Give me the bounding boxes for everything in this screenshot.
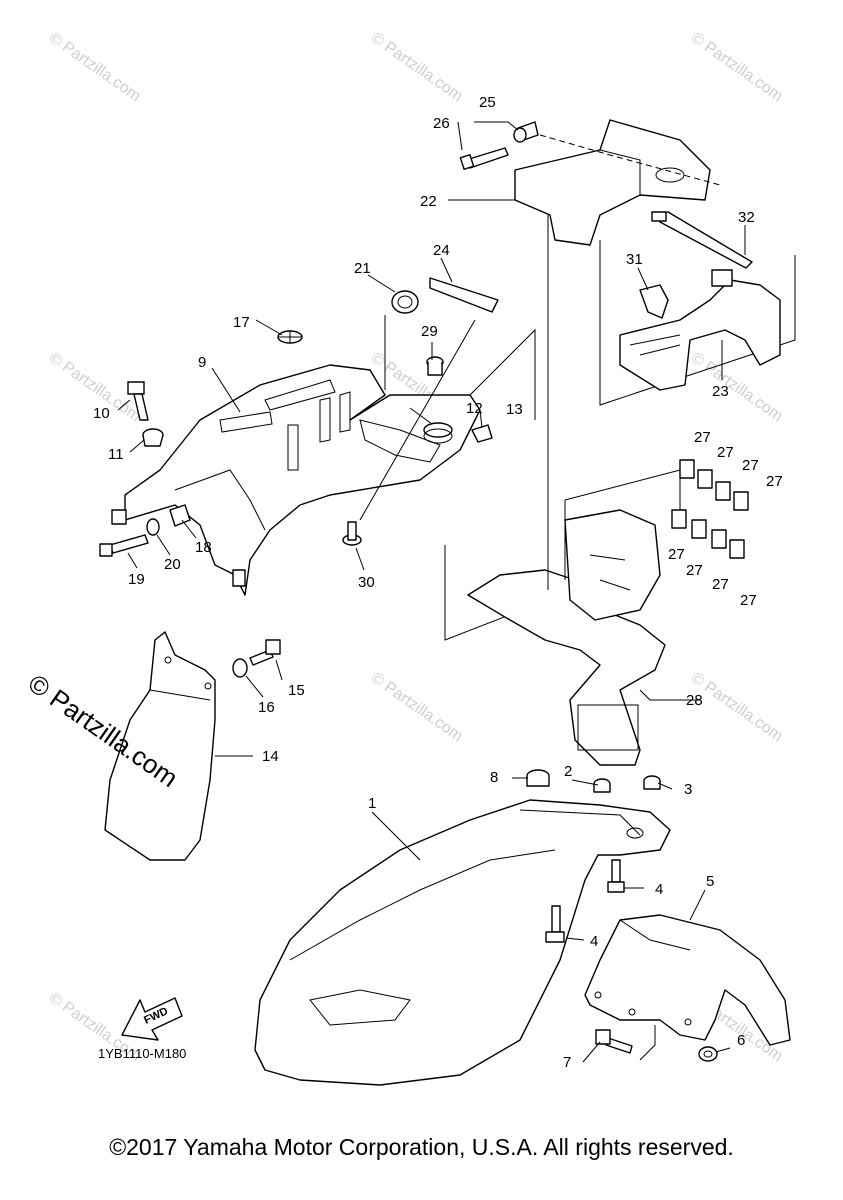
part-20-washer [146,518,160,536]
part-10-bolt [127,381,149,421]
part-17-clip [277,330,303,344]
part-27-pads [671,459,749,559]
callout-13: 13 [506,401,523,418]
callout-25: 25 [479,94,496,111]
watermark-text: © Partzilla.com [46,29,144,105]
part-19-bolt [99,534,149,557]
part-16-washer [232,658,248,678]
watermark-text: © Partzilla.com [368,29,466,105]
part-25-collar [513,121,539,143]
part-21-grommet [391,290,419,314]
part-29-collar [426,356,444,376]
part-14-flap [104,631,216,861]
callout-27d: 27 [766,473,783,490]
leader-lines [117,121,746,1063]
callout-7: 7 [563,1054,571,1071]
connector-line [359,319,476,521]
part-8-grommet [526,769,550,787]
part-13-clip [471,424,493,443]
group-box-5 [639,1025,656,1061]
callout-21: 21 [354,260,371,277]
callout-27h: 27 [740,592,757,609]
part-32-tie [651,211,753,269]
callout-27b: 27 [717,444,734,461]
part-28-plate-holder [467,509,666,766]
callout-12: 12 [466,400,483,417]
callout-labels: 25 26 22 32 31 23 24 21 17 29 9 10 11 12… [93,94,783,1071]
callout-4a: 4 [655,881,663,898]
callout-27f: 27 [686,562,703,579]
callout-30: 30 [358,574,375,591]
part-30-screw [342,521,362,546]
callout-14: 14 [262,748,279,765]
watermark-text: © Partzilla.com [688,29,786,105]
callout-26: 26 [433,115,450,132]
part-26-bolt [459,147,509,170]
part-22-bracket [514,119,721,246]
callout-9: 9 [198,354,206,371]
callout-22: 22 [420,193,437,210]
callout-2: 2 [564,763,572,780]
callout-19: 19 [128,571,145,588]
callout-6: 6 [737,1032,745,1049]
callout-27g: 27 [712,576,729,593]
callout-28: 28 [686,692,703,709]
part-6-nut [698,1046,718,1062]
callout-15: 15 [288,682,305,699]
part-11-collar [142,428,164,447]
callout-1: 1 [368,795,376,812]
part-15-bolt [249,639,281,666]
callout-8: 8 [490,769,498,786]
callout-11: 11 [108,446,124,463]
watermark-text: © Partzilla.com [368,669,466,745]
watermark-text: © Partzilla.com [688,349,786,425]
callout-18: 18 [195,539,212,556]
part-23-bracket [619,269,781,391]
callout-27a: 27 [694,429,711,446]
callout-29: 29 [421,323,438,340]
part-4-bolts [545,859,625,943]
callout-27c: 27 [742,457,759,474]
callout-4b: 4 [590,933,598,950]
part-24-plate [429,277,499,313]
part-7-bolt [595,1029,633,1054]
callout-16: 16 [258,699,275,716]
callout-17: 17 [233,314,250,331]
part-1-front-fender [254,799,671,1086]
part-3-collar [643,775,661,790]
callout-24: 24 [433,242,450,259]
part-9-rear-fender [111,364,481,596]
part-2-collar [593,778,611,793]
fwd-arrow-icon: FWD [121,997,183,1041]
part-18-collar [169,504,191,527]
callout-10: 10 [93,405,110,422]
callout-32: 32 [738,209,755,226]
part-5-fender [584,914,791,1046]
part-31-clip [639,284,669,319]
diagram-code: 1YB1110-M180 [98,1046,187,1061]
callout-31: 31 [626,251,643,268]
copyright-text: ©2017 Yamaha Motor Corporation, U.S.A. A… [109,1134,734,1160]
callout-3: 3 [684,781,692,798]
group-box-right [599,240,796,406]
callout-5: 5 [706,873,714,890]
part-12-grommet [423,422,453,444]
callout-27e: 27 [668,546,685,563]
callout-23: 23 [712,383,729,400]
callout-20: 20 [164,556,181,573]
